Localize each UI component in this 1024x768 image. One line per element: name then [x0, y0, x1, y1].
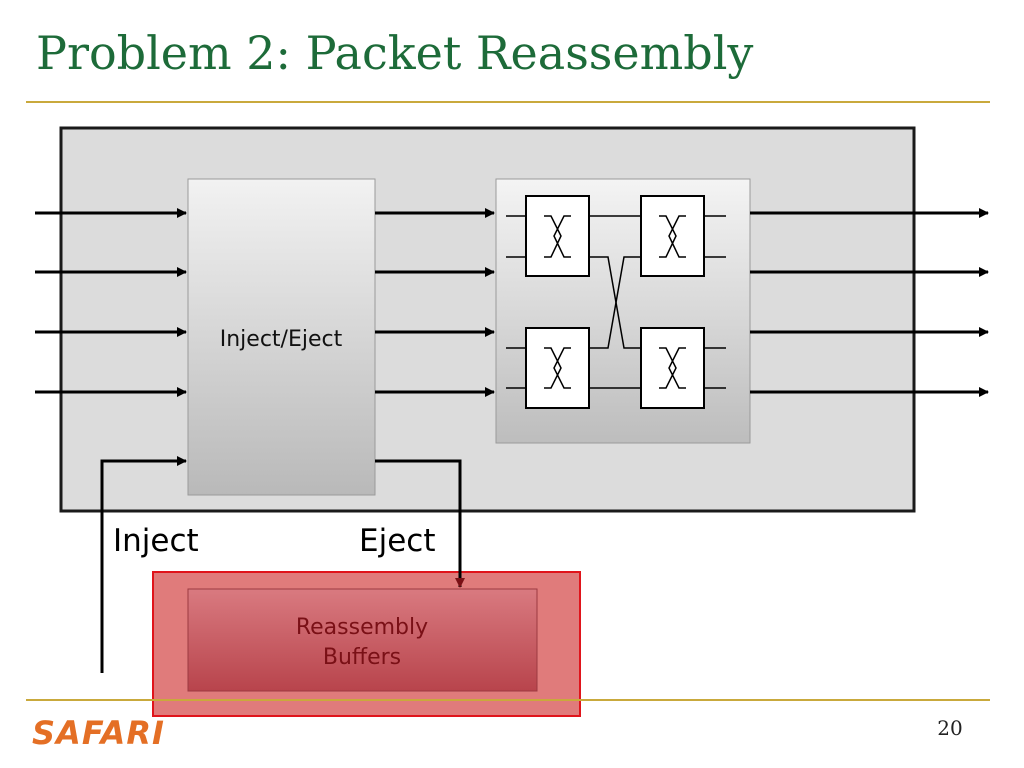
slide-title: Problem 2: Packet Reassembly — [36, 26, 754, 80]
output-arrows — [750, 208, 989, 397]
input-arrows — [35, 208, 187, 397]
switch-element — [640, 195, 705, 277]
switch-element — [525, 327, 590, 409]
reassembly-label-line2: Buffers — [323, 645, 401, 670]
page-number: 20 — [937, 716, 963, 740]
inject-label: Inject — [113, 523, 199, 559]
title-divider — [26, 101, 990, 103]
internal-arrows — [375, 208, 495, 397]
switch-element — [525, 195, 590, 277]
eject-label: Eject — [359, 523, 435, 559]
footer-divider — [26, 699, 990, 701]
inject-arrow — [100, 456, 187, 673]
eject-arrow — [375, 459, 465, 588]
reassembly-label-line1: Reassembly — [296, 615, 428, 640]
switch-port-lines — [506, 215, 726, 389]
inject-eject-block — [187, 178, 376, 496]
switch-element — [640, 327, 705, 409]
safari-logo: SAFARI — [32, 714, 165, 752]
inject-eject-label: Inject/Eject — [220, 327, 343, 352]
reassembly-buffers-block — [187, 588, 538, 692]
